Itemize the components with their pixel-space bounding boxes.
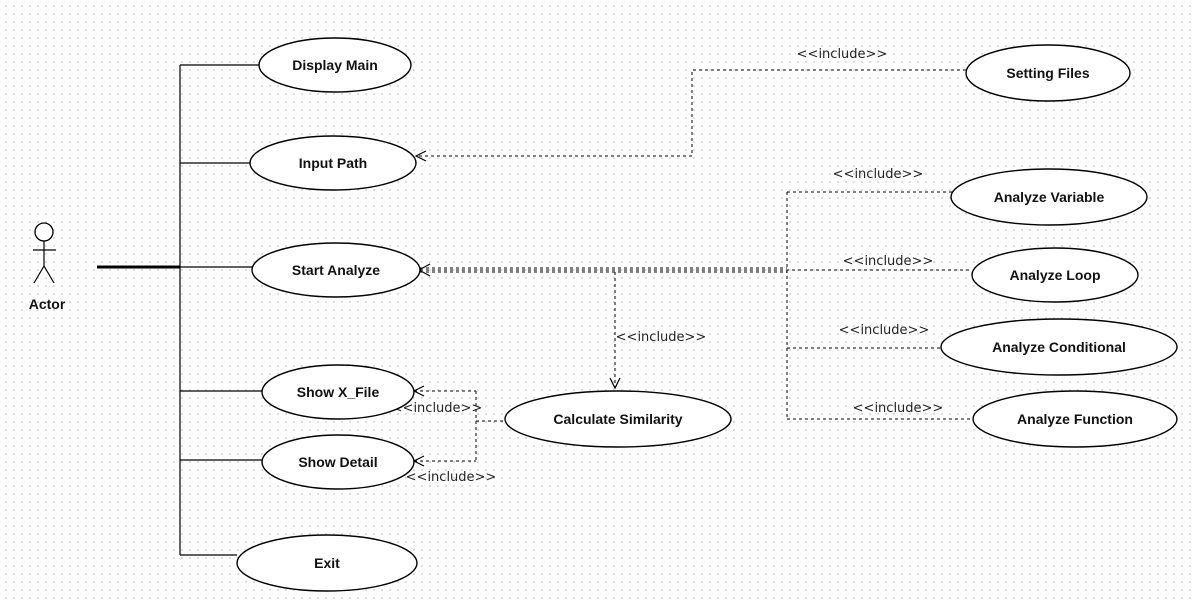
actor-left-leg xyxy=(33,265,45,284)
use-case-exit[interactable]: Exit xyxy=(236,534,418,592)
use-case-show-detail[interactable]: Show Detail xyxy=(261,434,415,490)
include-label-analyze-loop: <<include>> xyxy=(843,254,934,269)
include-arrow-calculate-similarity xyxy=(609,377,621,390)
use-case-label: Show Detail xyxy=(298,454,377,470)
use-case-label: Analyze Conditional xyxy=(992,339,1126,355)
actor-right-leg xyxy=(43,265,55,284)
use-case-label: Display Main xyxy=(292,57,378,73)
use-case-shape xyxy=(251,242,421,298)
actor-associations xyxy=(97,64,262,556)
use-case-display-main[interactable]: Display Main xyxy=(258,37,412,93)
use-case-shape xyxy=(950,168,1148,226)
use-case-show-x-file[interactable]: Show X_File xyxy=(261,364,415,420)
actor-head xyxy=(34,222,54,242)
include-arrow-input-path xyxy=(414,150,427,162)
use-case-shape xyxy=(261,434,415,490)
use-case-label: Setting Files xyxy=(1006,65,1089,81)
use-case-setting-files[interactable]: Setting Files xyxy=(965,44,1131,102)
use-case-label: Start Analyze xyxy=(292,262,380,278)
use-case-calculate-similarity[interactable]: Calculate Similarity xyxy=(504,390,732,448)
use-case-label: Analyze Variable xyxy=(994,189,1105,205)
use-case-shape xyxy=(940,318,1178,376)
use-case-shape xyxy=(236,534,418,592)
use-case-start-analyze[interactable]: Start Analyze xyxy=(251,242,421,298)
use-case-label: Show X_File xyxy=(297,384,380,400)
use-case-input-path[interactable]: Input Path xyxy=(249,135,417,191)
include-line-setting-files xyxy=(416,69,966,157)
include-label-analyze-variable: <<include>> xyxy=(833,167,924,182)
use-case-analyze-function[interactable]: Analyze Function xyxy=(972,390,1178,448)
use-case-shape xyxy=(504,390,732,448)
use-case-analyze-conditional[interactable]: Analyze Conditional xyxy=(940,318,1178,376)
use-case-label: Analyze Loop xyxy=(1009,267,1100,283)
use-case-label: Input Path xyxy=(299,155,367,171)
use-case-shape xyxy=(258,37,412,93)
include-labels: <<include>> <<include>> <<include>> <<in… xyxy=(392,47,944,485)
use-case-analyze-loop[interactable]: Analyze Loop xyxy=(971,247,1139,303)
use-case-shape xyxy=(972,390,1178,448)
include-label-calculate-similarity: <<include>> xyxy=(616,330,707,345)
actor-label: Actor xyxy=(29,296,66,312)
include-label-analyze-function: <<include>> xyxy=(853,401,944,416)
actor[interactable]: Actor xyxy=(29,222,66,312)
use-case-shape xyxy=(249,135,417,191)
use-case-shape xyxy=(261,364,415,420)
use-case-analyze-variable[interactable]: Analyze Variable xyxy=(950,168,1148,226)
include-relations xyxy=(412,69,972,467)
include-label-show-detail: <<include>> xyxy=(406,470,497,485)
include-label-show-x-file: <<include>> xyxy=(392,401,483,416)
include-label-setting-files: <<include>> xyxy=(797,47,888,62)
include-label-analyze-conditional: <<include>> xyxy=(839,323,930,338)
use-case-label: Exit xyxy=(314,555,340,571)
use-case-label: Analyze Function xyxy=(1017,411,1133,427)
use-case-label: Calculate Similarity xyxy=(553,411,682,427)
use-case-shape xyxy=(965,44,1131,102)
use-case-shape xyxy=(971,247,1139,303)
